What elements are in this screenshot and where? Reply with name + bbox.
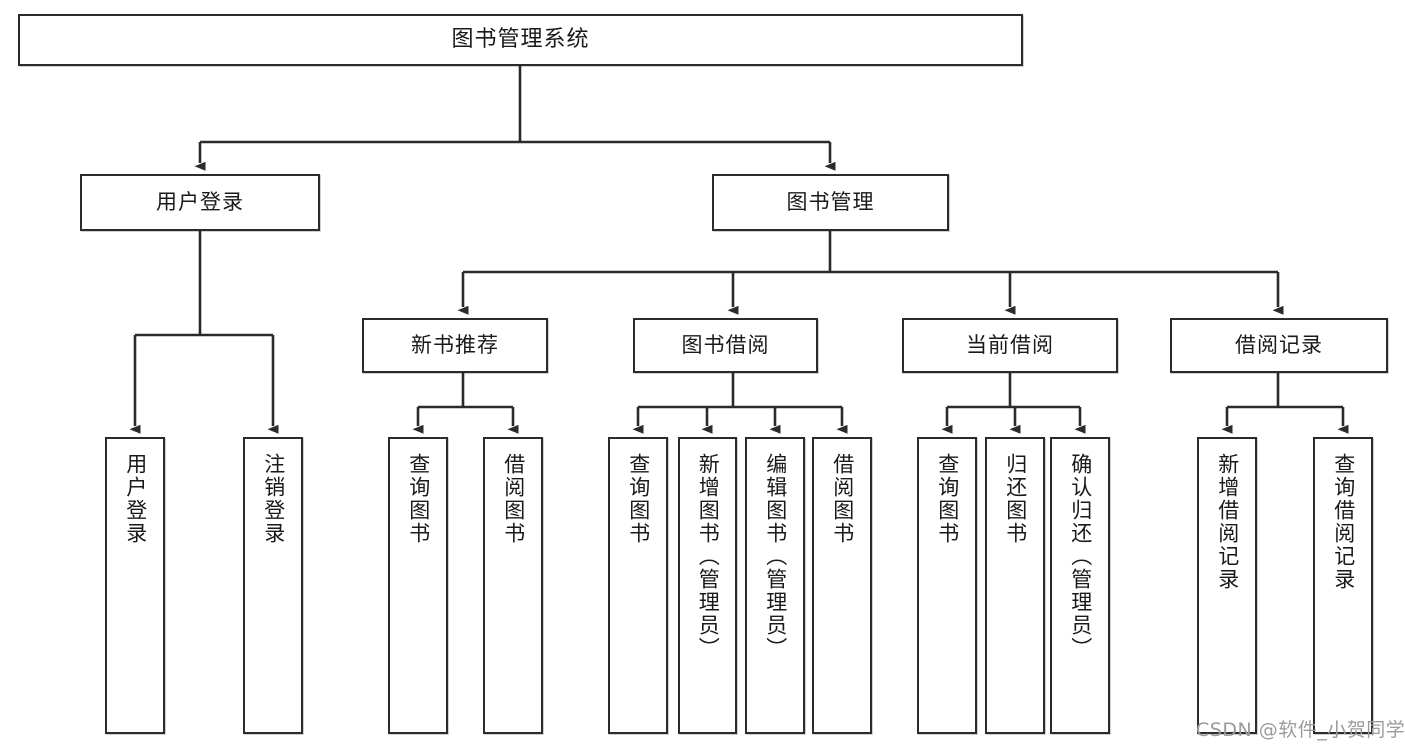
node-user-login[interactable]: 用户登录 [80, 174, 320, 231]
node-label: 新增借阅记录 [1215, 453, 1240, 591]
node-leaf-user-login[interactable]: 用户登录 [105, 437, 165, 734]
node-book-borrow[interactable]: 图书借阅 [633, 318, 818, 373]
node-leaf-borrow-book-2[interactable]: 借阅图书 [812, 437, 872, 734]
node-label: 编辑图书（管理员） [763, 453, 788, 660]
node-label: 查询图书 [626, 453, 651, 545]
node-label: 用户登录 [123, 453, 148, 545]
node-label: 用户登录 [156, 189, 244, 214]
watermark: CSDN @软件_小贺同学 [1196, 719, 1405, 741]
node-leaf-borrow-book-1[interactable]: 借阅图书 [483, 437, 543, 734]
node-borrow-record[interactable]: 借阅记录 [1170, 318, 1388, 373]
node-leaf-add-record[interactable]: 新增借阅记录 [1197, 437, 1257, 734]
node-leaf-query-book-3[interactable]: 查询图书 [917, 437, 977, 734]
node-leaf-query-book-2[interactable]: 查询图书 [608, 437, 668, 734]
node-label: 借阅图书 [501, 453, 526, 545]
node-label: 归还图书 [1003, 453, 1028, 545]
node-label: 新书推荐 [411, 332, 499, 357]
node-label: 图书管理 [786, 189, 875, 214]
node-label: 查询借阅记录 [1331, 453, 1356, 591]
node-label: 借阅记录 [1235, 332, 1323, 357]
node-root[interactable]: 图书管理系统 [18, 14, 1023, 66]
node-label: 确认归还（管理员） [1068, 453, 1093, 660]
node-leaf-edit-book[interactable]: 编辑图书（管理员） [745, 437, 805, 734]
node-leaf-query-book-1[interactable]: 查询图书 [388, 437, 448, 734]
node-leaf-add-book[interactable]: 新增图书（管理员） [678, 437, 737, 734]
node-label: 注销登录 [261, 453, 286, 545]
node-book-manage[interactable]: 图书管理 [712, 174, 949, 231]
node-label: 查询图书 [935, 453, 960, 545]
node-new-book-recommend[interactable]: 新书推荐 [362, 318, 548, 373]
node-label: 图书借阅 [681, 332, 770, 357]
node-label: 新增图书（管理员） [696, 453, 721, 660]
node-leaf-confirm-return[interactable]: 确认归还（管理员） [1050, 437, 1110, 734]
node-label: 图书管理系统 [451, 26, 590, 52]
node-label: 查询图书 [406, 453, 431, 545]
node-current-borrow[interactable]: 当前借阅 [902, 318, 1118, 373]
node-label: 借阅图书 [830, 453, 855, 545]
node-leaf-return-book[interactable]: 归还图书 [985, 437, 1045, 734]
node-leaf-logout[interactable]: 注销登录 [243, 437, 303, 734]
node-label: 当前借阅 [966, 332, 1054, 357]
node-leaf-query-record[interactable]: 查询借阅记录 [1313, 437, 1373, 734]
